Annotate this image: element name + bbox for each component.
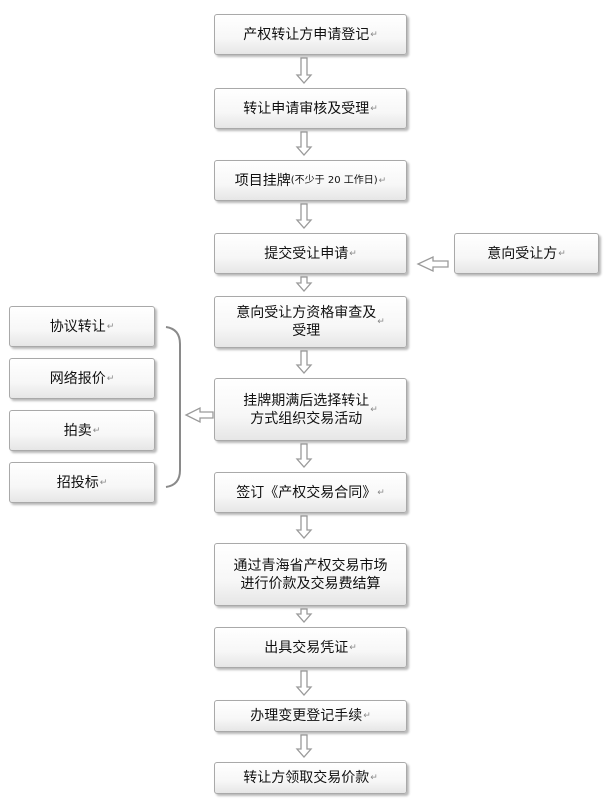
- method-online-bidding: 网络报价↵: [9, 358, 155, 399]
- left-arrow-from-side-box: [416, 255, 449, 273]
- down-arrow-3: [295, 203, 313, 229]
- step-2-review-acceptance: 转让申请审核及受理↵: [214, 88, 407, 129]
- step-4-submit-transferee-application: 提交受让申请↵: [214, 233, 407, 274]
- step-11-receive-payment: 转让方领取交易价款↵: [214, 762, 407, 794]
- step-2-label: 转让申请审核及受理: [243, 100, 370, 117]
- down-arrow-8: [295, 608, 313, 623]
- methods-bracket: [165, 326, 181, 488]
- method-tender: 招投标↵: [9, 462, 155, 503]
- return-mark: ↵: [349, 642, 357, 653]
- step-6-organize-trading: 挂牌期满后选择转让 方式组织交易活动↵: [214, 378, 407, 441]
- return-mark: ↵: [377, 317, 385, 327]
- step-8-label: 通过青海省产权交易市场 进行价款及交易费结算: [233, 557, 388, 592]
- step-10-change-registration: 办理变更登记手续↵: [214, 700, 407, 732]
- return-mark: ↵: [99, 477, 108, 488]
- return-mark: ↵: [370, 404, 378, 415]
- return-mark: ↵: [370, 103, 378, 114]
- step-11-label: 转让方领取交易价款: [243, 770, 370, 786]
- return-mark: ↵: [106, 373, 115, 384]
- step-7-label: 签订《产权交易合同》: [236, 484, 377, 501]
- step-9-label: 出具交易凭证: [264, 639, 349, 656]
- down-arrow-1: [295, 57, 313, 84]
- down-arrow-4: [295, 276, 313, 292]
- return-mark: ↵: [378, 175, 387, 186]
- return-mark: ↵: [370, 773, 378, 783]
- method-1-label: 协议转让: [49, 318, 106, 335]
- method-4-label: 招投标: [56, 474, 99, 491]
- step-7-sign-contract: 签订《产权交易合同》↵: [214, 472, 407, 513]
- step-1-transferor-application: 产权转让方申请登记↵: [214, 14, 407, 55]
- return-mark: ↵: [106, 321, 115, 332]
- step-1-label: 产权转让方申请登记: [243, 26, 370, 43]
- down-arrow-6: [295, 443, 313, 468]
- step-8-settlement: 通过青海省产权交易市场 进行价款及交易费结算: [214, 543, 407, 606]
- down-arrow-2: [295, 131, 313, 156]
- down-arrow-10: [295, 734, 313, 758]
- left-arrow-to-methods: [184, 406, 214, 424]
- intended-transferee-label: 意向受让方: [487, 245, 558, 262]
- down-arrow-9: [295, 670, 313, 696]
- intended-transferee-box: 意向受让方↵: [454, 233, 599, 274]
- down-arrow-5: [295, 350, 313, 374]
- down-arrows: [295, 57, 313, 758]
- method-2-label: 网络报价: [49, 370, 106, 387]
- step-4-label: 提交受让申请: [264, 245, 349, 262]
- return-mark: ↵: [349, 248, 357, 259]
- down-arrow-7: [295, 515, 313, 539]
- step-5-label: 意向受让方资格审查及 受理: [236, 305, 377, 339]
- step-10-label: 办理变更登记手续: [250, 708, 363, 724]
- return-mark: ↵: [370, 29, 378, 40]
- step-3-note: (不少于 20 工作日): [290, 174, 378, 186]
- return-mark: ↵: [377, 487, 385, 498]
- method-agreement-transfer: 协议转让↵: [9, 306, 155, 347]
- return-mark: ↵: [558, 248, 566, 259]
- step-9-issue-certificate: 出具交易凭证↵: [214, 627, 407, 668]
- step-3-label: 项目挂牌: [234, 172, 291, 189]
- step-6-label: 挂牌期满后选择转让 方式组织交易活动: [243, 392, 370, 427]
- method-auction: 拍卖↵: [9, 410, 155, 451]
- return-mark: ↵: [92, 425, 101, 436]
- method-3-label: 拍卖: [63, 422, 92, 439]
- step-3-project-listing: 项目挂牌(不少于 20 工作日)↵: [214, 160, 407, 201]
- step-5-qualification-review: 意向受让方资格审查及 受理↵: [214, 296, 407, 348]
- return-mark: ↵: [363, 711, 371, 721]
